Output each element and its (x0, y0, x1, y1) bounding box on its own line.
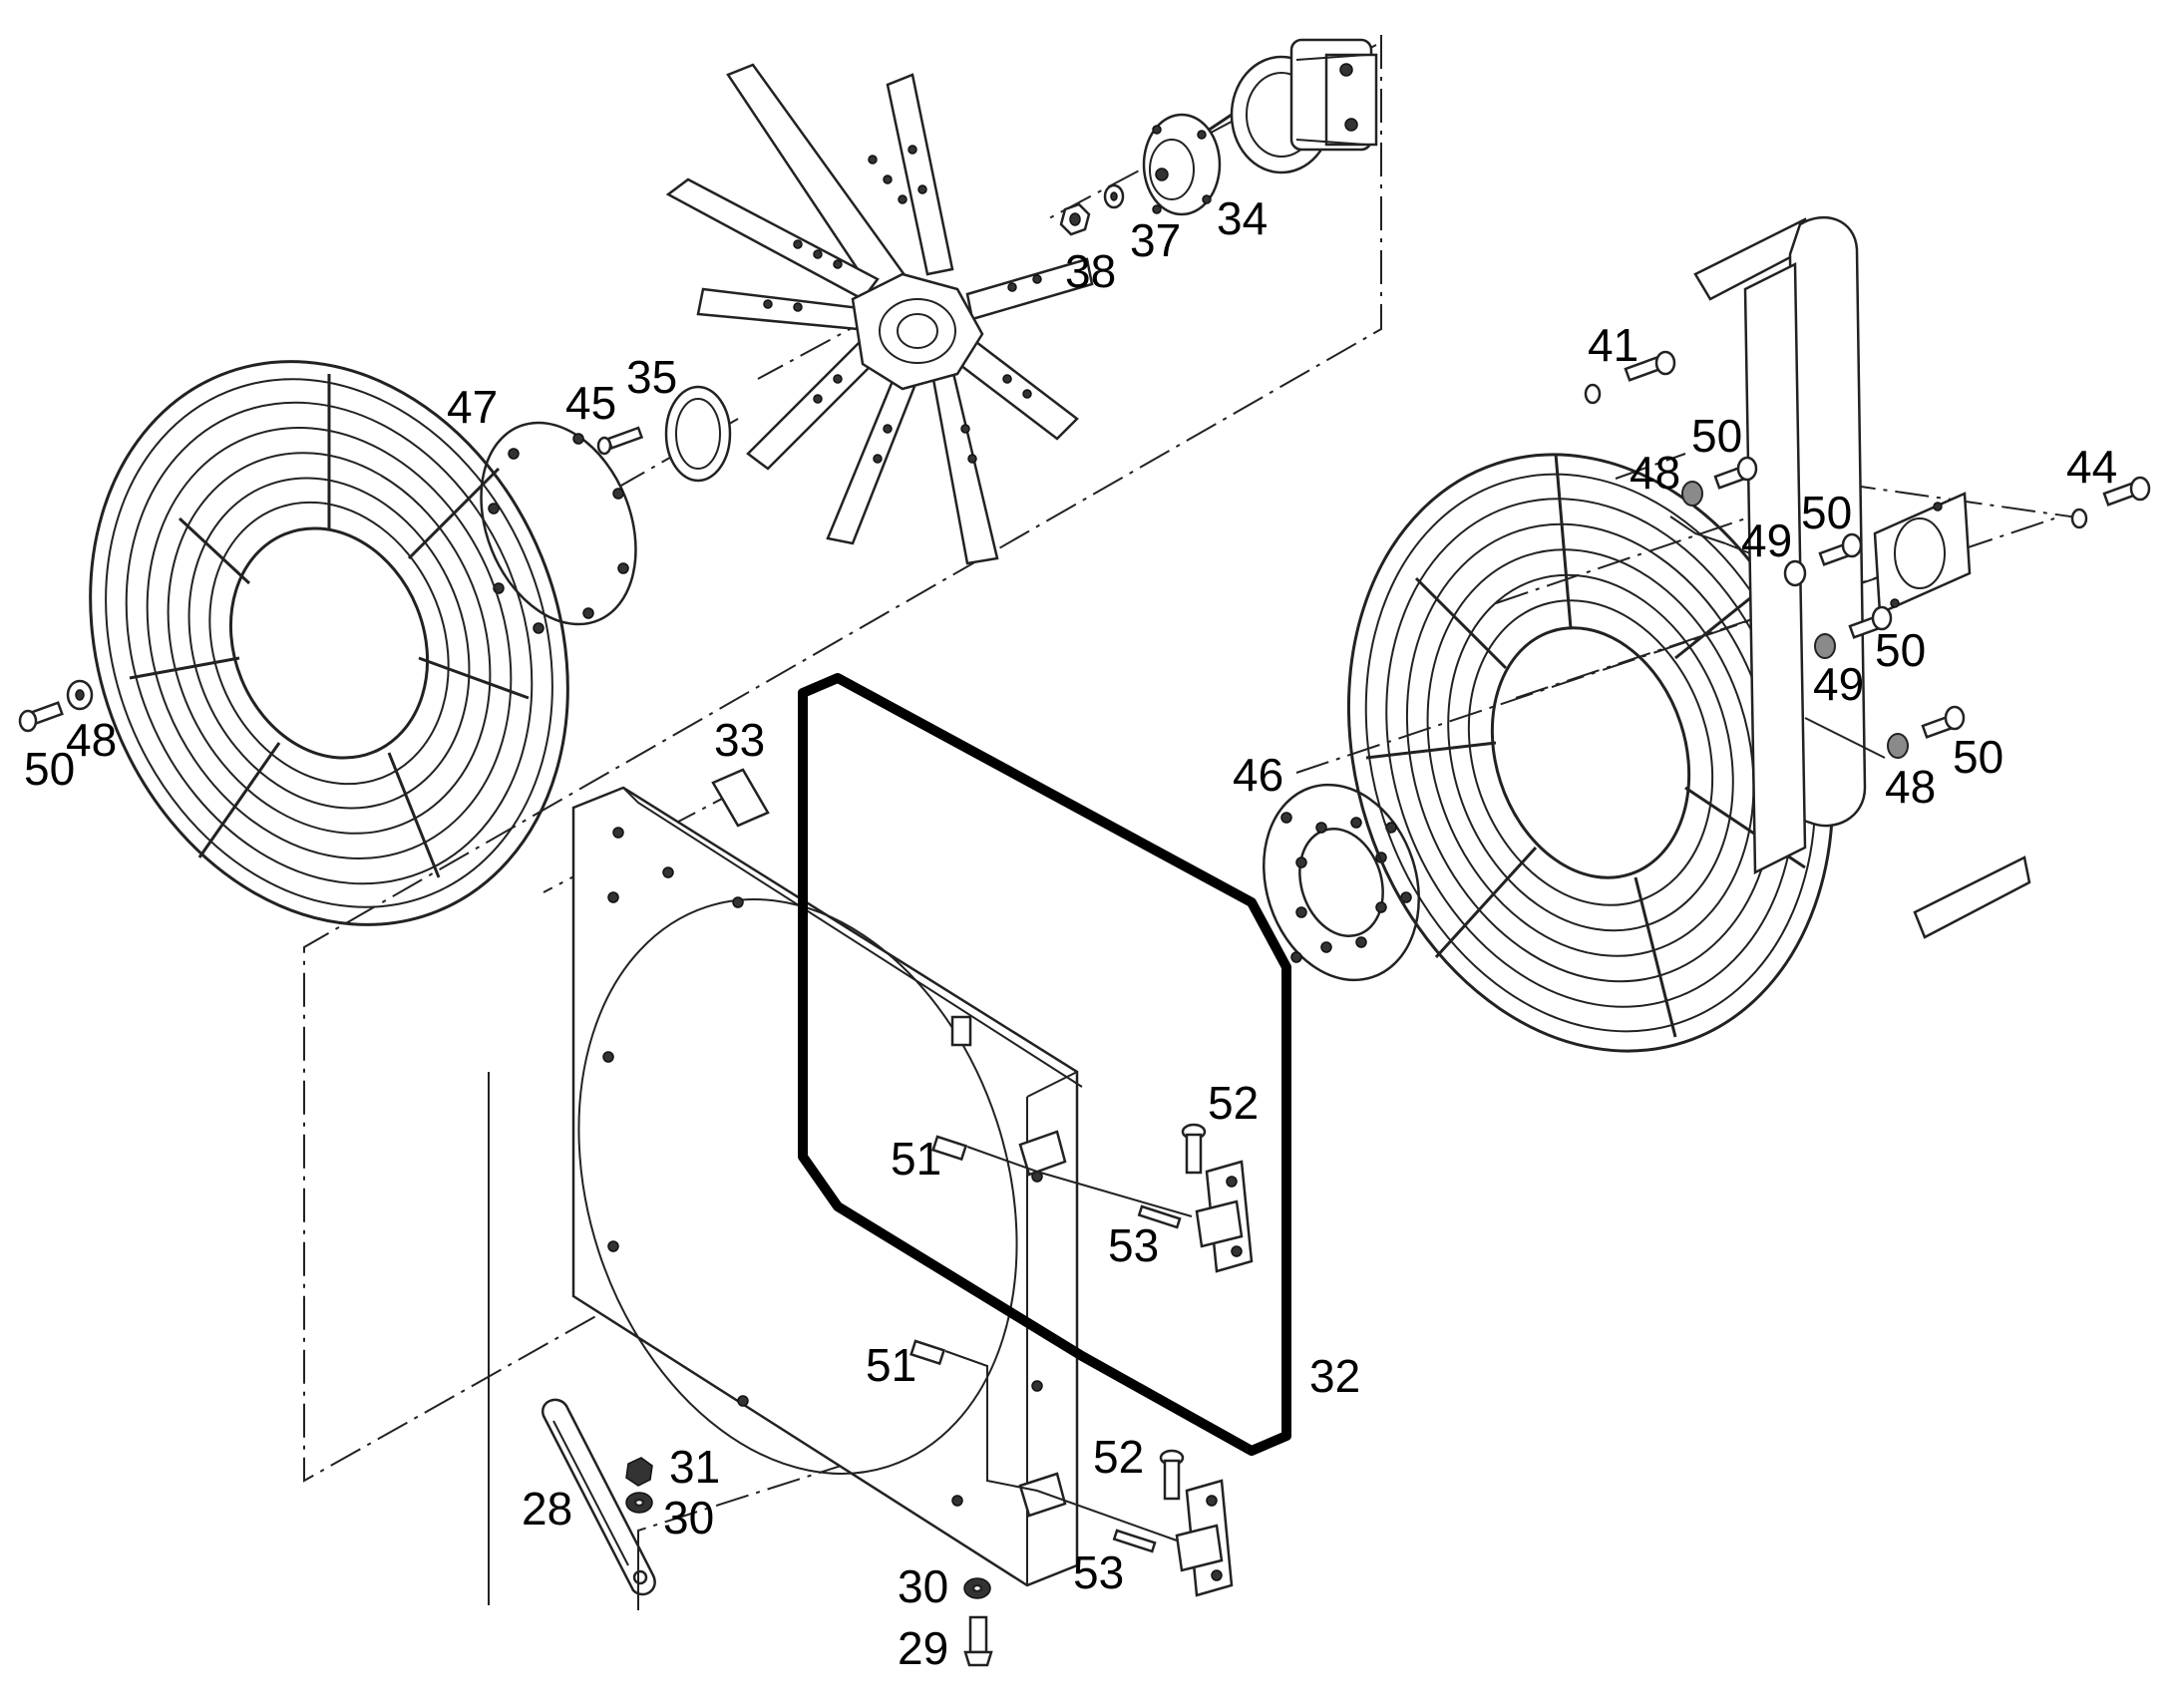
callout-52-lower: 52 (1093, 1431, 1144, 1483)
screw-41 (1584, 350, 1676, 405)
bolt-29 (963, 1615, 993, 1667)
callout-47: 47 (447, 381, 498, 433)
washer-49-lower (1814, 633, 1836, 659)
motor-flange (1142, 113, 1222, 216)
screw-50-top (1713, 456, 1758, 490)
callout-44: 44 (2066, 441, 2117, 493)
callout-29: 29 (898, 1622, 948, 1674)
washer-49-mid (1783, 559, 1807, 587)
callout-45: 45 (565, 377, 616, 429)
pin-52-lower (1159, 1449, 1185, 1501)
label-plate-33 (711, 768, 770, 828)
callout-48-bottom: 48 (1885, 761, 1936, 813)
callout-50-mid: 50 (1801, 487, 1852, 538)
screw-45 (596, 426, 644, 456)
pin-53-upper (1137, 1204, 1182, 1229)
callout-35: 35 (626, 351, 677, 403)
pin-53-lower (1112, 1529, 1157, 1553)
callout-37: 37 (1130, 214, 1181, 266)
label-leaders (488, 1072, 639, 1605)
screw-50-mid (1818, 532, 1863, 566)
blade-rivets (763, 145, 1042, 464)
nipple-51-upper (931, 1135, 968, 1162)
screw-50-left (18, 701, 64, 733)
fan-blade-assembly (665, 63, 1094, 565)
callout-50-top: 50 (1691, 410, 1742, 462)
fan-motor (1201, 38, 1378, 174)
screw-50-lower (1848, 605, 1893, 639)
washer-30-lower (963, 1577, 991, 1599)
seal-profile-32 (798, 673, 1291, 1456)
washer-48-bottom (1887, 733, 1909, 759)
pin-52-upper (1181, 1123, 1207, 1175)
callout-38: 38 (1065, 245, 1116, 297)
callout-32: 32 (1309, 1350, 1360, 1402)
callout-41: 41 (1588, 319, 1638, 371)
callout-53-lower: 53 (1073, 1546, 1124, 1598)
washer-37 (1103, 183, 1125, 209)
callout-49-lower: 49 (1813, 658, 1864, 710)
callout-28: 28 (522, 1483, 572, 1535)
callout-50-lower: 50 (1875, 624, 1926, 676)
callout-30-upper: 30 (663, 1492, 714, 1543)
washer-48-top (1681, 481, 1703, 507)
callout-50-left: 50 (24, 743, 75, 795)
screw-44 (2070, 476, 2151, 529)
link-arm-28 (541, 1398, 656, 1596)
handle-bracket (1693, 215, 2031, 939)
callout-52-upper: 52 (1208, 1077, 1259, 1129)
hinge-upper (1018, 1130, 1254, 1273)
nipple-51-lower (909, 1339, 946, 1366)
washer-30-upper (625, 1492, 653, 1514)
callout-34: 34 (1217, 192, 1268, 244)
callout-31: 31 (669, 1441, 720, 1493)
washer-48-left (66, 679, 94, 711)
mounting-plate-46 (1263, 783, 1420, 982)
callout-53-upper: 53 (1108, 1219, 1159, 1271)
hinge-lower (1018, 1472, 1234, 1597)
callout-49-upper: 49 (1741, 514, 1792, 566)
callout-labels: 34 37 38 41 35 47 45 50 48 48 50 44 49 5… (24, 192, 2117, 1674)
nut-31 (625, 1457, 653, 1487)
screw-50-bottom (1921, 705, 1966, 739)
right-fasteners (1584, 350, 2151, 759)
callout-33: 33 (714, 714, 765, 766)
callout-51-lower: 51 (866, 1339, 916, 1391)
callout-48-top: 48 (1630, 447, 1680, 499)
callout-46: 46 (1233, 749, 1283, 801)
callout-50-bottom: 50 (1953, 731, 2003, 783)
callout-30-lower: 30 (898, 1560, 948, 1612)
left-fan-guard (89, 360, 569, 926)
hub-plate-35 (664, 385, 732, 483)
callout-48-left: 48 (66, 714, 117, 766)
callout-51-upper: 51 (891, 1133, 941, 1185)
nut-38 (1059, 202, 1091, 236)
